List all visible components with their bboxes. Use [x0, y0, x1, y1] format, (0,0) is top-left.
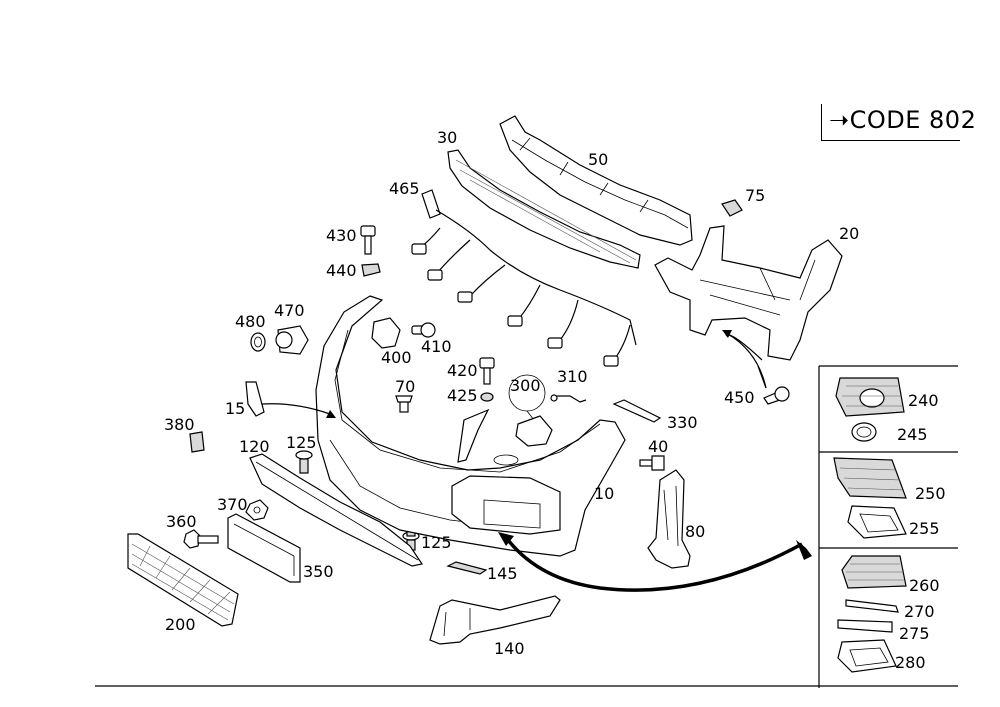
part-120-strip: [249, 453, 423, 567]
callout-245: 245: [897, 425, 928, 444]
part-275-strip: [837, 619, 893, 633]
callout-275: 275: [899, 624, 930, 643]
part-80-bracket: [647, 469, 691, 569]
code-label-text: CODE 802: [849, 106, 977, 134]
callout-470: 470: [274, 301, 305, 320]
callout-125a: 125: [286, 433, 317, 452]
part-350-plate: [227, 513, 301, 583]
callout-80: 80: [685, 522, 705, 541]
callout-425: 425: [447, 386, 478, 405]
part-330-strip: [612, 399, 662, 423]
part-425-washer: [480, 392, 494, 402]
callout-125b: 125: [421, 533, 452, 552]
callout-270: 270: [904, 602, 935, 621]
callout-465: 465: [389, 179, 420, 198]
part-270-strip: [845, 599, 899, 613]
part-250-grille-insert: [833, 457, 907, 499]
callout-200: 200: [165, 615, 196, 634]
callout-440: 440: [326, 261, 357, 280]
callout-310: 310: [557, 367, 588, 386]
part-410-screw: [411, 322, 436, 338]
part-420-bolt: [479, 357, 495, 385]
part-310-clip: [550, 394, 587, 403]
part-75-nut: [721, 199, 743, 217]
callout-120: 120: [239, 437, 270, 456]
callout-255: 255: [909, 519, 940, 538]
part-480-ring: [250, 332, 266, 352]
callout-400: 400: [381, 348, 412, 367]
callout-330: 330: [667, 413, 698, 432]
part-370-nut: [245, 499, 269, 521]
part-400-holder: [371, 317, 401, 349]
callout-15: 15: [225, 399, 245, 418]
part-255-frame: [847, 505, 907, 539]
part-430-bolt: [360, 225, 376, 255]
callout-50: 50: [588, 150, 608, 169]
part-40-screw: [639, 455, 665, 471]
part-245-ring: [851, 422, 877, 442]
part-125a-clip: [295, 450, 313, 474]
part-140-bracket: [429, 595, 561, 645]
part-470-sensor: [275, 325, 309, 355]
part-380-clip: [189, 431, 205, 453]
part-30-strip: [447, 149, 641, 269]
code-label: ➝CODE 802: [829, 106, 976, 134]
part-70-clip: [395, 395, 413, 413]
part-145-clip: [446, 561, 488, 575]
arrow-right-icon: ➝: [829, 106, 850, 134]
part-360-bolt: [183, 529, 219, 549]
part-465-harness: [411, 189, 637, 367]
callout-250: 250: [915, 484, 946, 503]
callout-75: 75: [745, 186, 765, 205]
part-10-bumper-cover: [315, 295, 626, 557]
callout-430: 430: [326, 226, 357, 245]
part-200-grille: [127, 533, 239, 627]
part-440-clip: [361, 263, 381, 277]
callout-450: 450: [724, 388, 755, 407]
callout-380: 380: [164, 415, 195, 434]
callout-70: 70: [395, 377, 415, 396]
callout-10: 10: [594, 484, 614, 503]
callout-410: 410: [421, 337, 452, 356]
callout-480: 480: [235, 312, 266, 331]
callout-30: 30: [437, 128, 457, 147]
arrow-code802: [498, 532, 812, 592]
part-300-tow-cover: [508, 374, 553, 447]
callout-240: 240: [908, 391, 939, 410]
callout-370: 370: [217, 495, 248, 514]
code-box: [821, 104, 960, 141]
part-240-grille-insert: [835, 377, 905, 417]
callout-145: 145: [487, 564, 518, 583]
callout-20: 20: [839, 224, 859, 243]
callout-260: 260: [909, 576, 940, 595]
callout-300: 300: [510, 376, 541, 395]
part-15-bracket: [245, 381, 265, 417]
arrow-450: [722, 330, 767, 389]
callout-40: 40: [648, 437, 668, 456]
part-50-absorber: [499, 115, 693, 246]
arrow-15: [261, 403, 336, 418]
callout-350: 350: [303, 562, 334, 581]
callout-280: 280: [895, 653, 926, 672]
part-280-frame: [837, 639, 897, 673]
part-260-grille-insert: [841, 555, 907, 589]
callout-420: 420: [447, 361, 478, 380]
callout-140: 140: [494, 639, 525, 658]
callout-360: 360: [166, 512, 197, 531]
part-20-bracket: [654, 225, 843, 361]
